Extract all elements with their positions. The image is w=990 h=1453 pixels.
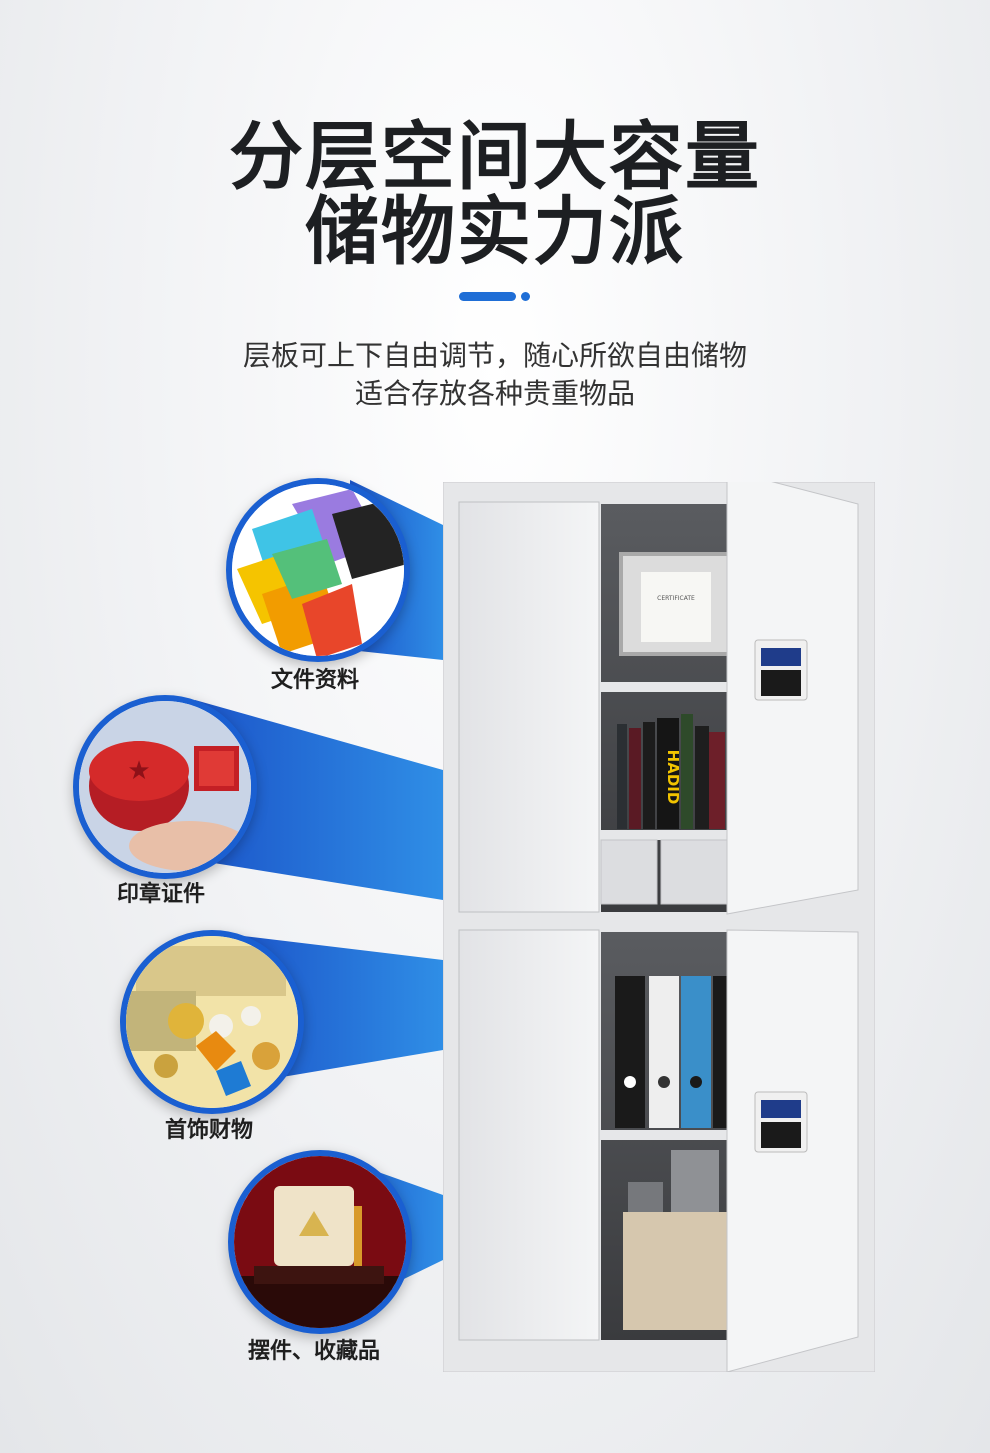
upper-left-door: [458, 501, 600, 913]
upper-shelf-1: [601, 682, 727, 692]
beam-2: [195, 700, 443, 900]
drawer-left: [600, 839, 658, 905]
category-jewelry-image: [120, 930, 304, 1114]
category-label-3: 首饰财物: [164, 1118, 253, 1143]
headline-line-1: 分层空间大容量: [229, 114, 761, 200]
upper-lock-display: [761, 648, 801, 666]
filing-cabinet: CERTIFICATE HADID: [443, 482, 875, 1372]
category-label-1: 文件资料: [270, 668, 359, 693]
lower-lock-display: [761, 1100, 801, 1118]
certificate-text: CERTIFICATE: [657, 595, 695, 602]
subtitle-line-1: 层板可上下自由调节，随心所欲自由储物: [242, 339, 747, 372]
collectible-icon: [234, 1156, 406, 1328]
binders: [615, 976, 727, 1128]
folders-icon: [232, 484, 404, 656]
book-spine-text: HADID: [664, 750, 682, 805]
storage-basket: [623, 1150, 727, 1330]
category-label-4: 摆件、收藏品: [247, 1339, 380, 1364]
jewelry-icon: [126, 936, 298, 1108]
books: HADID: [617, 714, 725, 829]
category-folders-image: [226, 478, 410, 662]
headline-line-2: 储物实力派: [305, 189, 685, 275]
upper-shelf-2: [601, 830, 727, 840]
lower-shelf: [601, 1130, 727, 1140]
stamp-icon: ★: [79, 701, 251, 873]
subtitle-line-2: 适合存放各种贵重物品: [354, 377, 635, 410]
category-stamps-image: ★: [73, 695, 257, 879]
category-collectible-image: [228, 1150, 412, 1334]
svg-text:★: ★: [127, 756, 150, 786]
accent-dot: [521, 292, 530, 301]
accent-bar: [459, 292, 516, 301]
drawer-right: [660, 839, 728, 905]
lower-left-door: [458, 929, 600, 1341]
category-label-2: 印章证件: [116, 882, 205, 907]
